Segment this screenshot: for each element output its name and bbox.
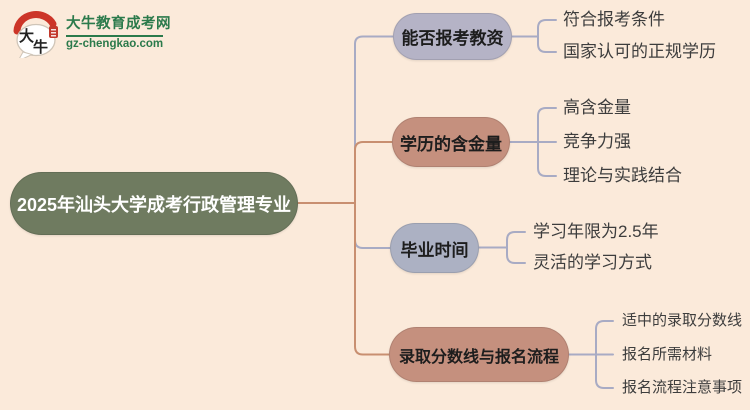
leaf-topic[interactable]: 报名流程注意事项 [622, 379, 743, 397]
leaf-topic[interactable]: 符合报考条件 [563, 10, 665, 30]
root-topic[interactable]: 2025年汕头大学成考行政管理专业 [10, 172, 298, 235]
connector-branch4 [354, 202, 390, 356]
leaf-topic[interactable]: 学习年限为2.5年 [533, 222, 659, 242]
bracket-branch2 [508, 107, 557, 177]
leaf-topic[interactable]: 报名所需材料 [622, 346, 713, 364]
leaf-topic[interactable]: 高含金量 [563, 98, 631, 118]
logo-char-niu: 牛 [33, 38, 48, 56]
leaf-topic[interactable]: 适中的录取分数线 [622, 312, 743, 330]
logo-divider [66, 35, 163, 37]
branch-topic-graduation-time[interactable]: 毕业时间 [390, 223, 479, 273]
connector-branch2 [354, 141, 393, 204]
branch-topic-teaching-cert[interactable]: 能否报考教资 [393, 13, 512, 60]
bracket-branch1 [511, 19, 557, 53]
leaf-topic[interactable]: 灵活的学习方式 [533, 253, 652, 273]
site-url: gz-chengkao.com [66, 37, 164, 50]
site-name: 大牛教育成考网 [66, 16, 171, 32]
site-logo[interactable]: 大 牛 大牛教育成考网 gz-chengkao.com [12, 10, 171, 58]
bracket-branch3 [478, 231, 526, 264]
logo-char-da: 大 [19, 27, 34, 45]
branch-topic-admission-process[interactable]: 录取分数线与报名流程 [389, 327, 569, 382]
dainiu-speech-bubble-icon: 大 牛 [13, 11, 58, 58]
branch-topic-degree-value[interactable]: 学历的含金量 [392, 117, 510, 167]
connector-branch3 [354, 202, 392, 249]
leaf-topic[interactable]: 竞争力强 [563, 132, 631, 152]
logo-text-block: 大牛教育成考网 gz-chengkao.com [66, 10, 171, 50]
leaf-topic[interactable]: 理论与实践结合 [563, 166, 682, 186]
bracket-branch4 [568, 320, 614, 389]
connector-branch1 [354, 35, 394, 204]
leaf-topic[interactable]: 国家认可的正规学历 [563, 42, 716, 62]
